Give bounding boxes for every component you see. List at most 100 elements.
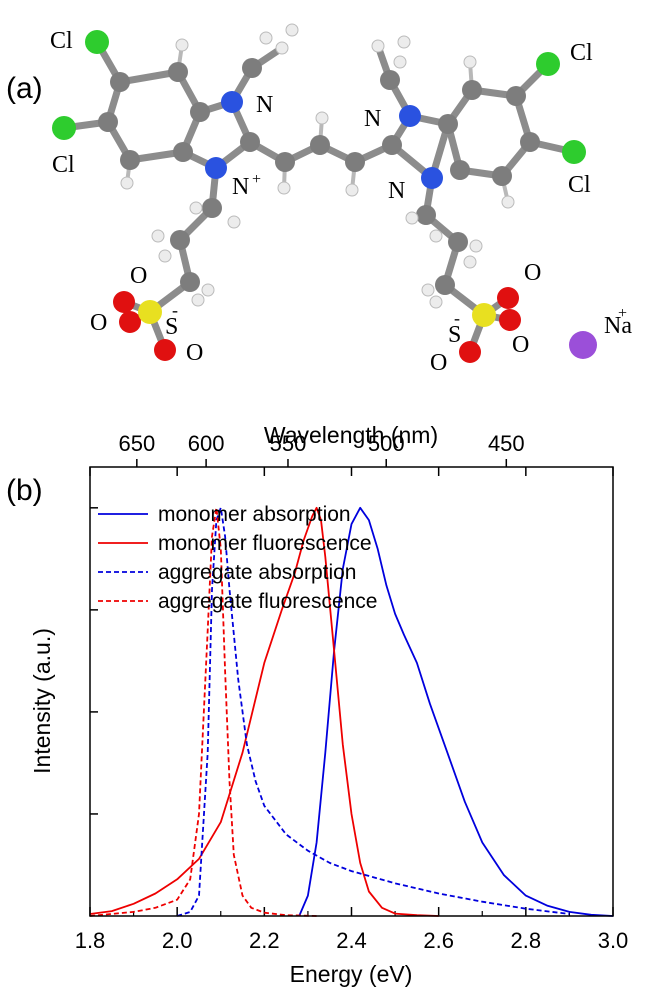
carbon-atom: [98, 112, 118, 132]
y-axis-title: Intensity (a.u.): [29, 628, 55, 774]
legend-label: aggregate absorption: [158, 561, 357, 584]
oxygen-atom: [459, 341, 481, 363]
hydrogen-atom: [345, 183, 359, 197]
carbon-atom: [110, 72, 130, 92]
legend-label: monomer absorption: [158, 503, 351, 526]
o-label: O: [524, 260, 541, 286]
x-tick-label: 2.0: [162, 928, 193, 953]
s-charge-label: -: [454, 308, 460, 328]
hydrogen-atom: [371, 39, 385, 53]
hydrogen-atom: [397, 35, 411, 49]
series-monomer-absorption: [298, 506, 614, 917]
legend-label: aggregate fluorescence: [158, 590, 378, 613]
carbon-atom: [448, 232, 468, 252]
hydrogen-atom: [463, 55, 477, 69]
s-label: S: [165, 314, 178, 340]
top-tick-label: 600: [188, 431, 225, 456]
o-label: O: [130, 263, 147, 289]
oxygen-atom: [119, 311, 141, 333]
hydrogen-atom: [285, 23, 299, 37]
top-tick-label: 650: [118, 431, 155, 456]
series-aggregate-absorption: [176, 506, 570, 917]
hydrogen-atom: [275, 41, 289, 55]
oxygen-atom: [499, 309, 521, 331]
carbon-atom: [462, 80, 482, 100]
x-axis-title: Energy (eV): [290, 961, 413, 987]
carbon-atom: [202, 198, 222, 218]
carbon-atom: [170, 230, 190, 250]
panel-a: (a): [6, 23, 632, 376]
chlorine-atom: [562, 140, 586, 164]
chlorine-atom: [85, 30, 109, 54]
hydrogen-atom: [429, 229, 443, 243]
cl-label: Cl: [50, 28, 73, 54]
n-label: N: [364, 106, 381, 132]
o-label: O: [430, 350, 447, 376]
carbon-atom: [275, 152, 295, 172]
sulfur-atom: [472, 303, 496, 327]
hydrogen-atom: [227, 215, 241, 229]
x-tick-label: 2.2: [249, 928, 280, 953]
hydrogen-atom: [151, 229, 165, 243]
cl-label: Cl: [568, 172, 591, 198]
s-label: S: [448, 322, 461, 348]
carbon-atom: [416, 205, 436, 225]
oxygen-atom: [113, 291, 135, 313]
top-tick-label: 450: [488, 431, 525, 456]
nitrogen-atom: [221, 91, 243, 113]
carbon-atom: [345, 152, 365, 172]
n-charge-label: +: [252, 171, 261, 188]
sodium-ion: [569, 331, 597, 359]
x-tick-label: 3.0: [598, 928, 629, 953]
o-label: O: [90, 310, 107, 336]
carbon-atom: [242, 58, 262, 78]
carbon-atom: [190, 102, 210, 122]
na-charge-label: +: [618, 305, 627, 322]
hydrogen-atom: [393, 55, 407, 69]
carbon-atom: [380, 70, 400, 90]
carbon-atom: [173, 142, 193, 162]
panel-b-label: (b): [6, 474, 43, 507]
legend: monomer absorption monomer fluorescence ag…: [98, 503, 378, 613]
x-tick-label: 2.8: [511, 928, 542, 953]
hydrogen-atom: [405, 211, 419, 225]
legend-label: monomer fluorescence: [158, 532, 372, 555]
hydrogen-atom: [421, 283, 435, 297]
hydrogen-atom: [469, 239, 483, 253]
hydrogen-atom: [277, 181, 291, 195]
carbon-atom: [520, 132, 540, 152]
carbon-atom: [438, 114, 458, 134]
hydrogen-atom: [463, 255, 477, 269]
series-monomer-fluorescence: [89, 506, 439, 917]
n-label: N: [232, 174, 249, 200]
chlorine-atom: [536, 52, 560, 76]
top-axis-title: Wavelength (nm): [264, 422, 438, 448]
carbon-atom: [435, 275, 455, 295]
top-tick-label: 550: [270, 431, 307, 456]
molecule-atoms: [52, 23, 597, 363]
cl-label: Cl: [570, 40, 593, 66]
nitrogen-atom: [421, 167, 443, 189]
nitrogen-atom: [205, 157, 227, 179]
na-label: Na: [604, 313, 632, 339]
hydrogen-atom: [259, 31, 273, 45]
chlorine-atom: [52, 116, 76, 140]
hydrogen-atom: [191, 293, 205, 307]
s-charge-label: -: [172, 300, 178, 320]
top-axis-ticks: 650 600 550 500 450: [118, 431, 525, 467]
o-label: O: [186, 340, 203, 366]
x-tick-label: 1.8: [75, 928, 106, 953]
carbon-atom: [168, 62, 188, 82]
top-tick-label: 500: [368, 431, 405, 456]
y-axis-ticks: [90, 507, 98, 815]
carbon-atom: [382, 135, 402, 155]
n-label: N: [256, 92, 273, 118]
carbon-atom: [240, 132, 260, 152]
oxygen-atom: [497, 287, 519, 309]
plot-frame: [89, 466, 614, 917]
hydrogen-atom: [501, 195, 515, 209]
sulfur-atom: [138, 300, 162, 324]
o-label: O: [512, 332, 529, 358]
carbon-atom: [120, 150, 140, 170]
